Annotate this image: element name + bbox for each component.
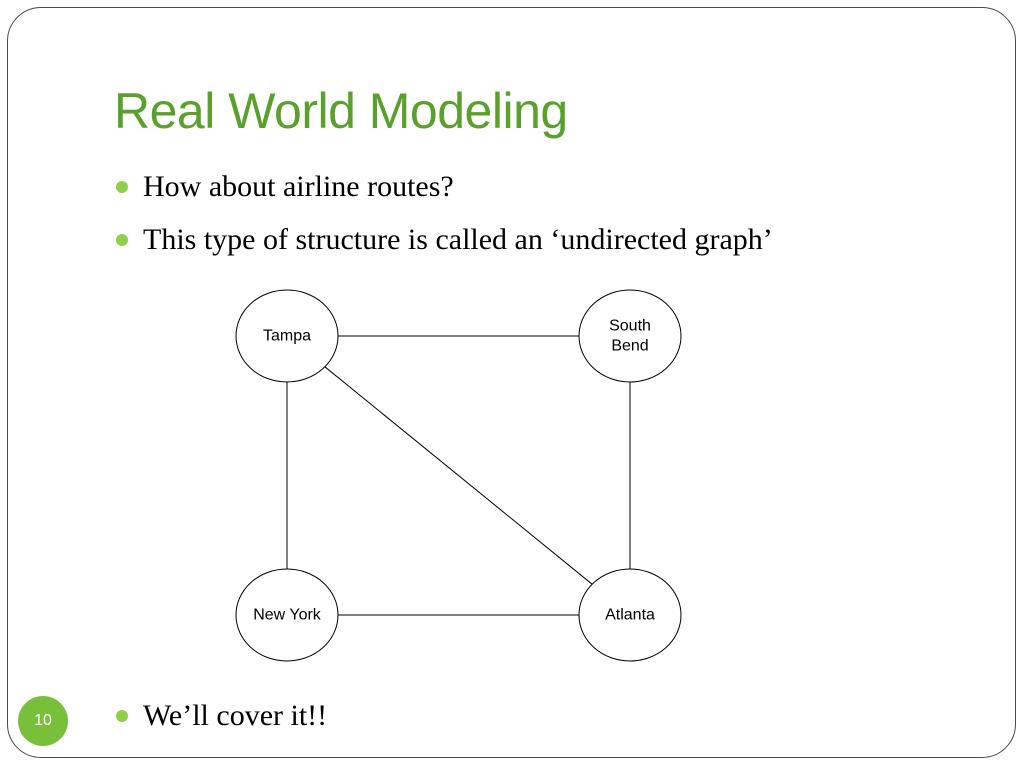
page-number-badge: 10 [18, 696, 68, 746]
page-number: 10 [34, 712, 52, 729]
graph-node-new-york: New York [235, 568, 339, 662]
slide-frame [7, 7, 1016, 758]
graph-node-circle [235, 568, 339, 662]
graph-node-label: Tampa [263, 328, 311, 345]
graph-edges [286, 335, 631, 616]
graph-node-label: New York [253, 607, 322, 624]
graph-node-label: Bend [611, 338, 648, 355]
graph-node-circle [578, 289, 682, 383]
graph-node-circle [235, 289, 339, 383]
bullet-dot-icon [116, 710, 128, 722]
graph-node-label: South [609, 318, 651, 335]
graph-node-tampa: Tampa [235, 289, 339, 383]
graph-edge-tampa-atlanta [324, 366, 593, 585]
bullet-item-cover-it: We’ll cover it!! [116, 699, 327, 733]
bullet-text: This type of structure is called an ‘und… [143, 223, 773, 256]
bullet-text: How about airline routes? [143, 170, 454, 203]
graph-node-atlanta: Atlanta [578, 568, 682, 662]
bullet-dot-icon [116, 234, 128, 246]
bullet-text: We’ll cover it!! [143, 699, 328, 732]
bullet-item-airline-routes: How about airline routes? [116, 170, 454, 204]
slide-title: Real World Modeling [114, 83, 568, 139]
bullet-item-undirected-graph: This type of structure is called an ‘und… [116, 223, 773, 257]
graph-node-circle [578, 568, 682, 662]
bullet-dot-icon [116, 181, 128, 193]
graph-node-label: Atlanta [605, 607, 655, 624]
